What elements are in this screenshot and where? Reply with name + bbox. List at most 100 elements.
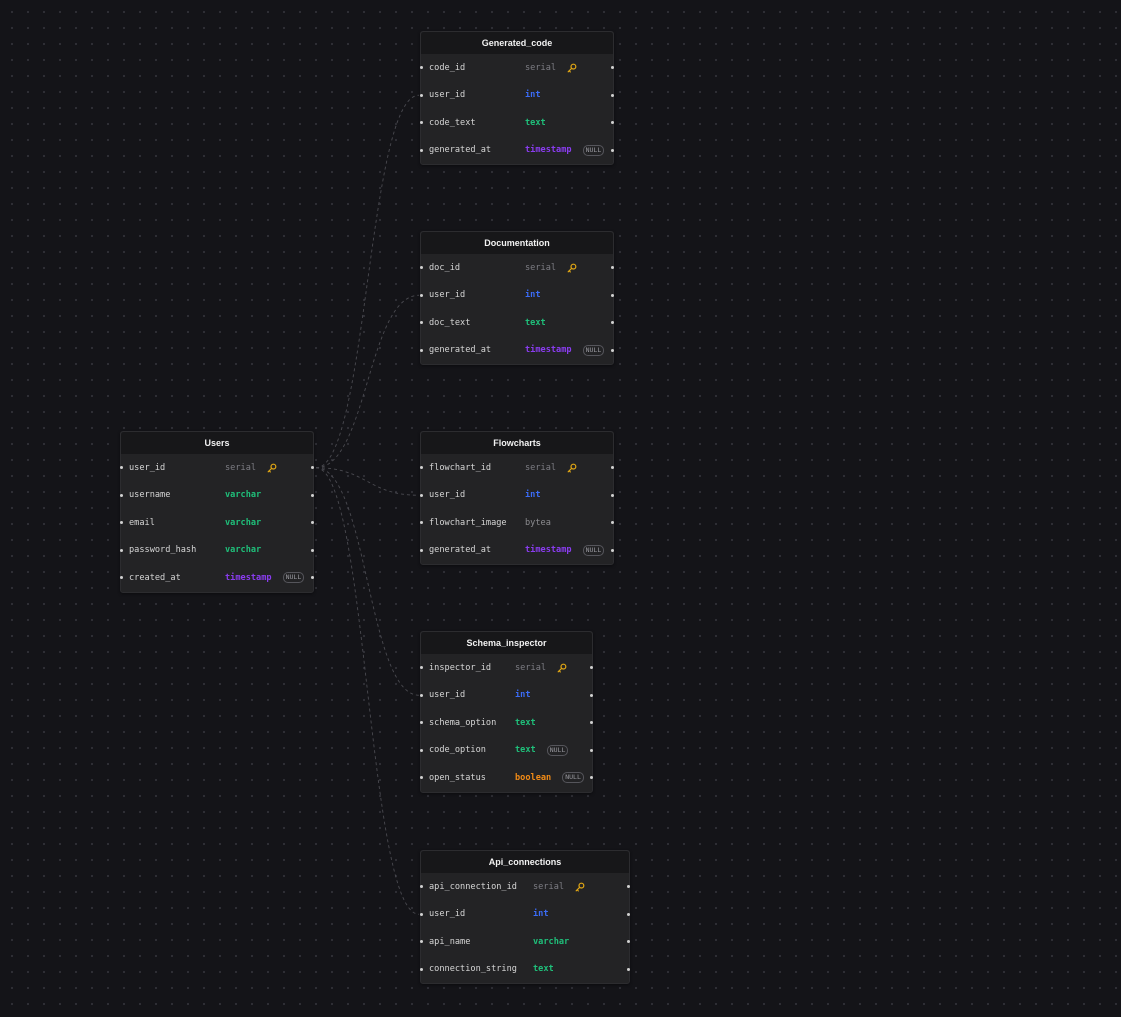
null-badge: NULL [562,772,584,784]
column-type: serial [533,881,565,892]
table-schema-inspector[interactable]: Schema_inspector inspector_id serial user_i… [420,631,593,793]
relation-line [315,467,420,496]
column-row[interactable]: email varchar [120,509,314,537]
column-type: int [525,290,541,301]
column-row[interactable]: user_id int [420,682,593,710]
column-name: username [129,490,171,501]
column-row[interactable]: schema_option text [420,709,593,737]
column-name: api_connection_id [429,881,517,892]
column-name: user_id [429,290,466,301]
column-row[interactable]: password_hash varchar [120,537,314,565]
column-name: api_name [429,936,471,947]
column-name: flowchart_id [429,462,492,473]
column-row[interactable]: user_id serial [120,454,314,482]
null-badge: NULL [582,344,605,356]
column-row[interactable]: api_connection_id serial [420,873,630,901]
column-type: text [515,745,536,756]
relation-line [315,467,420,696]
column-type: text [533,964,554,975]
column-row[interactable]: code_text text [420,109,614,137]
key-icon [557,663,567,673]
key-icon [567,263,577,273]
key-icon [567,63,577,73]
null-badge: NULL [582,144,605,156]
column-row[interactable]: flowchart_id serial [420,454,614,482]
column-name: user_id [429,490,466,501]
column-row[interactable]: user_id int [420,482,614,510]
column-type: serial [515,662,547,673]
table-title[interactable]: Documentation [421,232,613,254]
column-type: bytea [525,517,551,528]
relation-line [315,467,420,915]
column-row[interactable]: code_id serial [420,54,614,82]
key-icon [575,882,585,892]
column-row[interactable]: created_at timestamp NULL [120,564,314,592]
key-icon [567,463,577,473]
column-name: flowchart_image [429,517,507,528]
table-title[interactable]: Api_connections [421,851,629,873]
table-title[interactable]: Schema_inspector [421,632,592,654]
null-badge: NULL [582,544,605,556]
table-title[interactable]: Generated_code [421,32,613,54]
column-name: password_hash [129,545,197,556]
column-type: varchar [225,517,262,528]
table-api-connections[interactable]: Api_connections api_connection_id serial us… [420,850,630,984]
column-type: serial [525,462,557,473]
column-type: timestamp [525,345,572,356]
column-name: generated_at [429,545,492,556]
column-row[interactable]: code_option text NULL [420,737,593,765]
column-type: text [525,317,546,328]
column-row[interactable]: user_id int [420,282,614,310]
column-type: timestamp [225,572,272,583]
column-name: user_id [129,462,166,473]
column-row[interactable]: api_name varchar [420,928,630,956]
column-row[interactable]: inspector_id serial [420,654,593,682]
column-type: serial [525,62,557,73]
column-type: serial [225,462,257,473]
relation-line [315,94,420,469]
column-type: varchar [533,936,570,947]
column-type: text [525,117,546,128]
column-name: email [129,517,155,528]
column-type: varchar [225,545,262,556]
null-badge: NULL [282,572,305,584]
column-type: text [515,717,536,728]
column-type: int [533,909,549,920]
column-row[interactable]: connection_string text [420,956,630,984]
column-name: code_option [429,745,486,756]
table-flowcharts[interactable]: Flowcharts flowchart_id serial user_id int fl… [420,431,614,565]
column-type: timestamp [525,145,572,156]
column-name: connection_string [429,964,517,975]
null-badge: NULL [546,744,569,756]
table-users[interactable]: Users user_id serial username varchar email va… [120,431,314,593]
column-type: int [525,90,541,101]
column-name: user_id [429,690,466,701]
column-name: code_text [429,117,476,128]
column-row[interactable]: generated_at timestamp NULL [420,537,614,565]
column-row[interactable]: username varchar [120,482,314,510]
column-name: schema_option [429,717,497,728]
column-name: code_id [429,62,466,73]
column-name: inspector_id [429,662,492,673]
column-type: timestamp [525,545,572,556]
column-type: int [525,490,541,501]
table-title[interactable]: Flowcharts [421,432,613,454]
column-name: doc_id [429,262,461,273]
table-title[interactable]: Users [121,432,313,454]
key-icon [267,463,277,473]
column-row[interactable]: flowchart_image bytea [420,509,614,537]
relation-line [315,294,420,469]
column-name: created_at [129,572,181,583]
column-type: int [515,690,531,701]
column-type: varchar [225,490,262,501]
